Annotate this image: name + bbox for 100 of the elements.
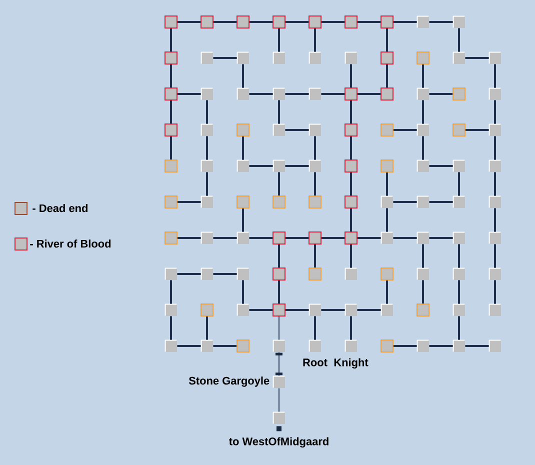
room-box — [200, 160, 214, 172]
connector-line — [286, 309, 309, 311]
room-box — [236, 160, 250, 172]
connector-line — [206, 100, 208, 124]
connector-line — [358, 21, 380, 23]
room-box — [164, 88, 178, 100]
room-box — [200, 124, 214, 136]
room-box — [308, 16, 322, 28]
room-box — [344, 196, 358, 208]
room-box — [488, 340, 502, 352]
connector-line — [250, 21, 272, 23]
connector-line — [386, 64, 388, 88]
connector-line — [170, 280, 172, 304]
room-box — [452, 52, 466, 64]
connector-line — [278, 244, 280, 268]
room-box — [344, 268, 358, 280]
connector-line — [494, 208, 496, 232]
connector-line — [394, 21, 417, 23]
connector-line — [170, 28, 172, 52]
connector-line — [458, 172, 460, 196]
room-box — [164, 52, 178, 64]
room-box — [380, 304, 394, 316]
room-box — [380, 88, 394, 100]
connector-line — [458, 316, 460, 340]
room-box — [416, 160, 430, 172]
room-box — [416, 304, 430, 316]
connector-line — [394, 345, 417, 347]
connector-line — [350, 208, 352, 232]
room-box — [380, 232, 394, 244]
connector-line — [350, 172, 352, 196]
connector-line — [278, 172, 280, 196]
room-box — [236, 232, 250, 244]
room-box — [416, 340, 430, 352]
room-box — [164, 268, 178, 280]
room-box — [308, 232, 322, 244]
room-box — [308, 268, 322, 280]
connector-line — [322, 237, 344, 239]
room-box — [236, 16, 250, 28]
connector-line — [213, 237, 237, 239]
connector-line — [278, 352, 280, 376]
connector-line — [386, 280, 388, 304]
connector-line — [429, 237, 453, 239]
connector-line — [249, 237, 272, 239]
room-box — [416, 232, 430, 244]
connector-line — [170, 136, 172, 160]
room-box — [416, 124, 430, 136]
room-box — [416, 268, 430, 280]
connector-line — [494, 136, 496, 160]
connector-line — [178, 93, 201, 95]
room-box — [452, 196, 466, 208]
room-box — [164, 304, 178, 316]
room-box — [272, 412, 286, 424]
room-label: Knight — [334, 358, 368, 369]
room-label: to WestOfMidgaard — [229, 437, 328, 448]
connector-line — [286, 237, 308, 239]
room-box — [200, 88, 214, 100]
room-box — [452, 16, 466, 28]
connector-line — [285, 93, 309, 95]
connector-line — [350, 64, 352, 88]
room-box — [452, 268, 466, 280]
room-box — [308, 160, 322, 172]
connector-line — [350, 316, 352, 340]
connector-line — [249, 93, 273, 95]
connector-line — [458, 28, 460, 52]
connector-line — [386, 28, 388, 52]
room-box — [344, 16, 358, 28]
connector-line — [170, 64, 172, 88]
room-box — [272, 376, 286, 388]
room-box — [272, 16, 286, 28]
connector-line — [206, 172, 208, 196]
connector-line — [429, 93, 452, 95]
room-box — [200, 232, 214, 244]
connector-line — [314, 28, 316, 52]
room-box — [416, 196, 430, 208]
connector-line — [285, 165, 309, 167]
legend-label: - Dead end — [32, 204, 88, 212]
room-box — [380, 160, 394, 172]
connector-line — [314, 136, 316, 160]
room-box — [452, 88, 466, 100]
connector-line — [394, 129, 417, 131]
room-box — [236, 88, 250, 100]
connector-line — [213, 273, 237, 275]
connector-line — [214, 21, 236, 23]
connector-line — [422, 64, 424, 88]
room-box — [272, 232, 286, 244]
room-box — [200, 196, 214, 208]
connector-line — [178, 201, 201, 203]
connector-line — [321, 309, 345, 311]
connector-line — [494, 244, 496, 268]
connector-line — [393, 201, 417, 203]
room-box — [488, 232, 502, 244]
room-box — [236, 124, 250, 136]
connector-line — [429, 345, 453, 347]
room-box — [200, 52, 214, 64]
connector-line — [206, 136, 208, 160]
room-box — [164, 232, 178, 244]
room-label: Stone Gargoyle — [188, 376, 270, 387]
connector-line — [278, 100, 280, 124]
connector-line — [458, 244, 460, 268]
room-box — [344, 340, 358, 352]
